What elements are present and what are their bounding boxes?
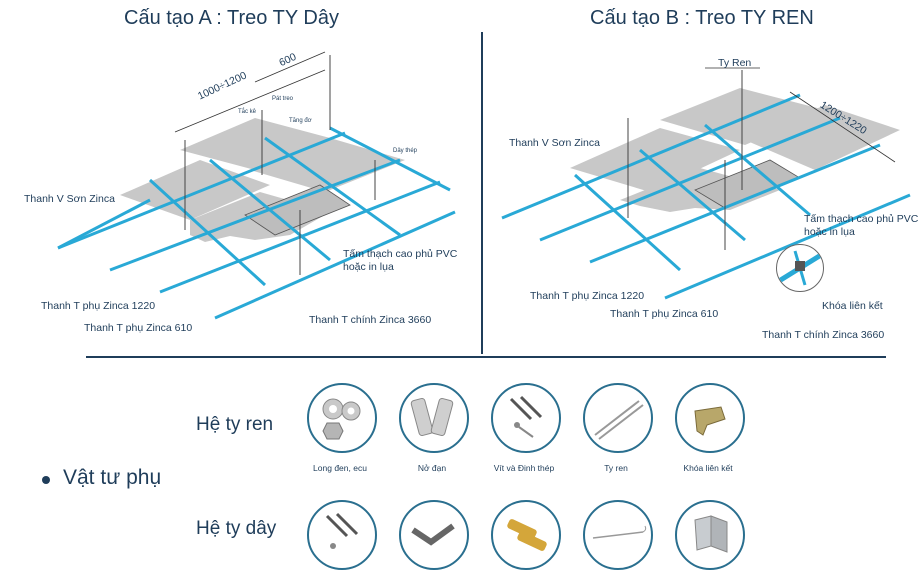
- washer-nut-image: [307, 383, 377, 453]
- hanger-bracket-label: Pát treo: [272, 96, 294, 102]
- steel-wire-hook-image: [583, 500, 653, 570]
- label-board-b: Tấm thạch cao phủ PVC: [804, 213, 919, 225]
- threaded-rod-image: [583, 383, 653, 453]
- ceiling-panel: [250, 138, 405, 192]
- label-t1220-b: Thanh T phụ Zinca 1220: [530, 290, 645, 302]
- ceiling-panel: [120, 160, 270, 220]
- gypsum-board: [244, 184, 351, 236]
- vertical-divider: [481, 32, 483, 354]
- caption-threaded-rod: Ty ren: [604, 463, 628, 473]
- accessories-heading: Vật tư phụ: [63, 466, 162, 489]
- label-v-bar-b: Thanh V Sơn Zinca: [509, 137, 600, 149]
- hanger-bracket-image: [399, 500, 469, 570]
- label-v-bar-a: Thanh V Sơn Zinca: [24, 193, 115, 205]
- label-t3660-a: Thanh T chính Zinca 3660: [309, 314, 432, 326]
- turnbuckle-label: Tăng đơ: [289, 118, 312, 124]
- label-t610-a: Thanh T phụ Zinca 610: [84, 322, 193, 334]
- threaded-rods: [627, 70, 743, 250]
- diagram-b-title: Cấu tạo B : Treo TY REN: [590, 7, 814, 29]
- row-label-wire: Hệ ty dây: [196, 518, 277, 539]
- lock-detail-circle: [776, 244, 824, 292]
- row-label-threaded: Hệ ty ren: [196, 414, 274, 435]
- caption-washer-nut: Long đen, ecu: [313, 463, 367, 473]
- hanger-wires: [184, 55, 376, 275]
- lock-detail-icon: [777, 250, 823, 286]
- brass-anchor-image: [491, 500, 561, 570]
- label-t610-b: Thanh T phụ Zinca 610: [610, 308, 719, 320]
- dimension-lines: [705, 67, 896, 163]
- grid-frame: [501, 93, 911, 300]
- ceiling-panel: [570, 128, 740, 192]
- connector-clip-image: [675, 383, 745, 453]
- label-board-a: Tấm thạch cao phủ PVC: [343, 248, 458, 260]
- label-t3660-b: Thanh T chính Zinca 3660: [762, 329, 885, 341]
- ceiling-diagram-b: [501, 67, 911, 300]
- screw-nail-image-2: [307, 500, 377, 570]
- caption-expansion-anchor: Nở đạn: [417, 463, 447, 473]
- caption-screw-nail: Vít và Đinh thép: [493, 463, 555, 473]
- dimension-lines: [174, 51, 326, 133]
- steel-wire-label: Dây thép: [393, 148, 418, 154]
- label-board-a-2: hoặc in lụa: [343, 261, 394, 273]
- label-t1220-a: Thanh T phụ Zinca 1220: [41, 300, 156, 312]
- horizontal-divider: [86, 356, 886, 358]
- bullet: [42, 476, 50, 484]
- screw-nail-image: [491, 383, 561, 453]
- ceiling-diagram-a: [57, 51, 456, 320]
- threaded-rod-label: Ty Ren: [718, 57, 752, 69]
- diagram-a-title: Cấu tạo A : Treo TY Dây: [124, 7, 339, 29]
- ceiling-panel: [180, 118, 330, 170]
- expansion-anchor-image: [399, 383, 469, 453]
- angle-bracket-image: [675, 500, 745, 570]
- label-board-b-2: hoặc in lụa: [804, 226, 855, 238]
- caption-connector-clip: Khóa liên kết: [683, 463, 733, 473]
- ceiling-panel: [745, 105, 900, 170]
- label-lock-b: Khóa liên kết: [822, 300, 883, 312]
- anchor-label: Tắc kê: [238, 109, 257, 115]
